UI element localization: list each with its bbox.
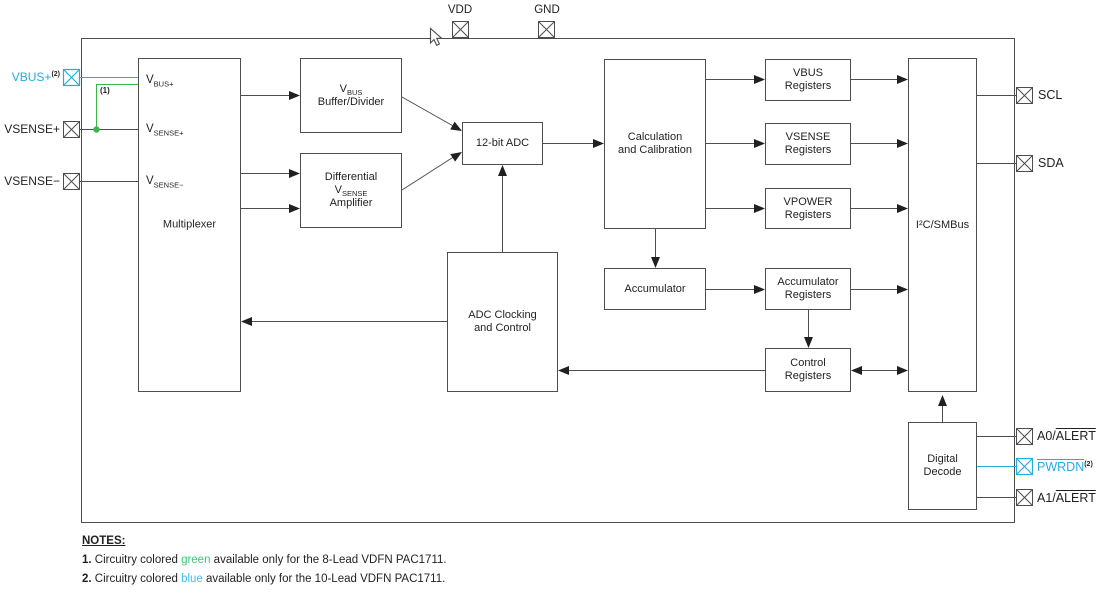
control-registers-line1: Control — [790, 357, 826, 369]
pin-label-vsense-plus: VSENSE+ — [4, 122, 60, 136]
block-accumulator-registers: Accumulator Registers — [765, 268, 851, 310]
pin-label-pwrdn: PWRDN(2) — [1037, 460, 1093, 474]
vbus-registers-line1: VBUS — [793, 67, 823, 79]
vpower-registers-line2: Registers — [784, 208, 832, 221]
pin-box-gnd — [538, 21, 555, 38]
pin-box-pwrdn — [1015, 457, 1034, 476]
adc-clocking-line2: and Control — [474, 322, 531, 334]
vpower-registers-line1: VPOWER — [783, 195, 833, 208]
pin-label-sda: SDA — [1038, 156, 1064, 170]
diff-amp-line1: Differential — [324, 171, 378, 183]
block-accumulator: Accumulator — [604, 268, 706, 310]
pin-box-vsense-plus — [63, 121, 80, 138]
digital-decode-line1: Digital — [927, 453, 958, 465]
block-vbus-buffer-divider: VBUS Buffer/Divider — [300, 58, 402, 133]
block-vbus-registers: VBUS Registers — [765, 59, 851, 101]
pin-label-scl: SCL — [1038, 88, 1063, 102]
accumulator-registers-line2: Registers — [784, 289, 832, 301]
pin-box-scl — [1016, 87, 1033, 104]
pin-box-vdd — [452, 21, 469, 38]
mux-input-vsense-minus: VSENSE− — [146, 175, 184, 190]
calc-line1: Calculation — [627, 131, 683, 143]
block-12bit-adc: 12-bit ADC — [462, 122, 543, 165]
block-control-registers: Control Registers — [765, 348, 851, 392]
control-registers-line2: Registers — [784, 370, 832, 382]
notes-heading: NOTES: — [82, 535, 126, 547]
vbus-buffer-line2: Buffer/Divider — [317, 95, 385, 108]
pin-box-vsense-minus — [63, 173, 80, 190]
note-2-blue-word: blue — [181, 573, 203, 585]
pin-label-gnd: GND — [534, 4, 560, 16]
mux-input-vbus: VBUS+ — [146, 74, 174, 89]
accumulator-registers-line1: Accumulator — [777, 276, 839, 288]
block-vsense-registers: VSENSE Registers — [765, 123, 851, 165]
accumulator-label: Accumulator — [624, 282, 686, 295]
mux-input-vsense-plus: VSENSE+ — [146, 123, 184, 138]
vbus-registers-line2: Registers — [784, 80, 832, 92]
notes-section: NOTES: 1. Circuitry colored green availa… — [82, 535, 447, 592]
pin-box-sda — [1016, 155, 1033, 172]
block-vpower-registers: VPOWER Registers — [765, 188, 851, 229]
note-2: 2. Circuitry colored blue available only… — [82, 573, 446, 585]
pin-box-a0-alert — [1016, 428, 1033, 445]
pin-label-vdd: VDD — [447, 4, 473, 16]
adc-clocking-line1: ADC Clocking — [468, 309, 537, 321]
diff-amp-line3: Amplifier — [329, 197, 373, 209]
vsense-registers-line2: Registers — [784, 144, 832, 156]
i2c-smbus-label: I²C/SMBus — [915, 218, 970, 231]
note-1: 1. Circuitry colored green available onl… — [82, 554, 447, 566]
pin-label-a0-alert: A0/ALERT — [1037, 429, 1096, 443]
pin-box-vbus-plus — [62, 68, 81, 87]
pin-label-vbus-plus: VBUS+(2) — [11, 70, 60, 84]
vbus-buffer-line1: VBUS — [339, 82, 363, 97]
block-digital-decode: Digital Decode — [908, 422, 977, 510]
calc-line2: and Calibration — [618, 144, 692, 156]
block-i2c-smbus: I²C/SMBus — [908, 58, 977, 392]
vsense-registers-line1: VSENSE — [785, 131, 831, 143]
block-differential-vsense-amplifier: Differential VSENSE Amplifier — [300, 153, 402, 228]
diff-amp-line2: VSENSE — [334, 184, 368, 199]
pin-box-a1-alert — [1016, 489, 1033, 506]
pin-label-vsense-minus: VSENSE− — [4, 174, 60, 188]
block-adc-clocking-control: ADC Clocking and Control — [447, 252, 558, 392]
digital-decode-line2: Decode — [923, 466, 962, 478]
block-multiplexer: VBUS+ VSENSE+ VSENSE− Multiplexer — [138, 58, 241, 392]
note-1-green-word: green — [181, 554, 211, 566]
multiplexer-label: Multiplexer — [162, 218, 217, 231]
pin-label-a1-alert: A1/ALERT — [1037, 491, 1096, 505]
wire-footnote-1: (1) — [100, 86, 110, 95]
block-calculation-calibration: Calculation and Calibration — [604, 59, 706, 229]
adc-label: 12-bit ADC — [475, 137, 530, 149]
